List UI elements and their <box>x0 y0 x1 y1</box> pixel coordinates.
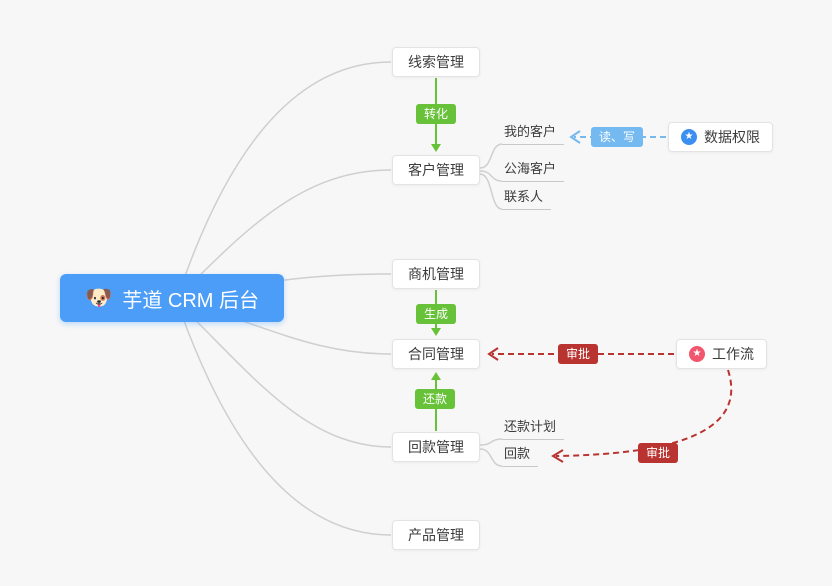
edge-label-generate: 生成 <box>415 304 457 324</box>
root-label: 芋道 CRM 后台 <box>122 289 260 312</box>
edge-receivable-repayment <box>479 448 503 467</box>
edge-customer-public-customer <box>479 170 503 182</box>
leaf-contact[interactable]: 联系人 <box>502 189 552 210</box>
edge-root-leads <box>179 61 392 291</box>
leaf-repayment[interactable]: 回款 <box>502 446 539 467</box>
arrowhead-opportunity-to-contract <box>431 328 441 336</box>
dog-logo-icon: 🐶 <box>84 285 113 310</box>
arrowhead-workflow-repayment <box>551 449 564 463</box>
leaf-my-customer[interactable]: 我的客户 <box>502 124 565 145</box>
data-permission-label: 数据权限 <box>704 129 760 145</box>
arrowhead-receivable-to-contract <box>431 372 441 380</box>
workflow-label: 工作流 <box>712 346 754 362</box>
node-workflow[interactable]: ★ 工作流 <box>676 339 767 369</box>
arrowhead-workflow-contract <box>487 347 499 361</box>
node-opportunity-management[interactable]: 商机管理 <box>392 259 480 289</box>
node-receivable-management[interactable]: 回款管理 <box>392 432 480 462</box>
edge-root-product <box>179 309 392 536</box>
leaf-public-customer[interactable]: 公海客户 <box>502 161 565 182</box>
edge-root-customer <box>179 169 392 296</box>
edge-label-approve-receivable: 审批 <box>637 443 679 463</box>
edge-label-repay: 还款 <box>414 389 456 409</box>
edge-customer-contact <box>479 173 503 210</box>
star-circle-icon: ★ <box>689 346 705 362</box>
node-product-management[interactable]: 产品管理 <box>392 520 480 550</box>
node-leads-management[interactable]: 线索管理 <box>392 47 480 77</box>
node-customer-management[interactable]: 客户管理 <box>392 155 480 185</box>
node-contract-management[interactable]: 合同管理 <box>392 339 480 369</box>
edge-label-convert: 转化 <box>415 104 457 124</box>
edge-customer-my-customer <box>479 143 503 169</box>
star-circle-icon: ★ <box>681 129 697 145</box>
root-node-crm-backend[interactable]: 🐶 芋道 CRM 后台 <box>60 274 284 322</box>
leaf-repayment-plan[interactable]: 还款计划 <box>502 419 565 440</box>
node-data-permission[interactable]: ★ 数据权限 <box>668 122 773 152</box>
edge-receivable-plan <box>479 438 503 446</box>
arrowhead-data-permission <box>569 130 581 144</box>
arrow-workflow-to-repayment <box>555 369 733 457</box>
edge-root-receivable <box>179 304 392 448</box>
edge-label-approve-contract: 审批 <box>557 344 599 364</box>
edge-label-read-write: 读、写 <box>590 127 644 147</box>
arrowhead-leads-to-customer <box>431 144 441 152</box>
